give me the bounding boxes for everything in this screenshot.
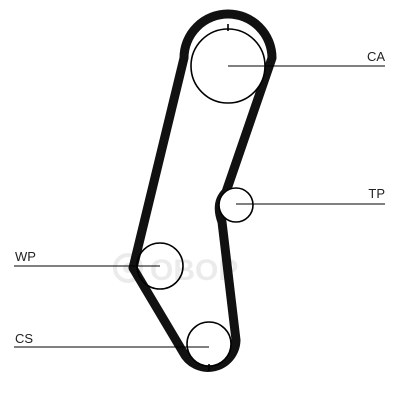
cs-label: CS — [15, 331, 33, 346]
camshaft-pulley — [190, 24, 266, 104]
tensioner-pulley — [218, 187, 254, 223]
tp-label: TP — [368, 186, 385, 201]
crankshaft-pulley — [186, 321, 232, 371]
ca-label: CA — [367, 49, 385, 64]
wp-label: WP — [15, 249, 36, 264]
